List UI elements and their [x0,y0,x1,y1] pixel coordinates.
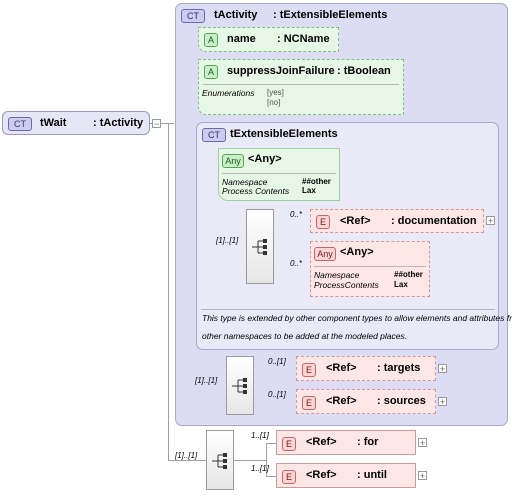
any-badge: Any [222,154,244,168]
expand-toggle[interactable]: + [438,397,447,407]
attribute-name[interactable]: A name : NCName [198,27,339,52]
collapse-toggle[interactable]: − [152,119,161,129]
note-line: This type is extended by other component… [202,313,512,323]
process-contents-label: ProcessContents [314,280,379,290]
element-ref: <Ref> [326,362,357,374]
connector [266,443,267,476]
any-element-title: <Any> [340,246,374,258]
element-targets[interactable]: E <Ref> : targets [296,356,436,381]
connector [160,123,174,124]
divider [203,84,399,85]
any-element[interactable]: Any <Any> Namespace ##other ProcessConte… [310,241,430,297]
any-badge: Any [314,247,336,261]
sequence-compositor[interactable] [226,356,254,415]
element-name: : documentation [391,215,477,227]
divider [222,173,336,174]
element-sources[interactable]: E <Ref> : sources [296,389,436,414]
enumerations-label: Enumerations [202,88,255,98]
sequence-multiplicity: [1]..[1] [195,376,218,385]
element-badge: E [302,363,316,377]
element-name: : sources [377,395,426,407]
element-ref: <Ref> [340,215,371,227]
connector [266,476,276,477]
any-attribute[interactable]: Any <Any> Namespace ##other Process Cont… [218,148,340,201]
element-multiplicity: 0..* [290,210,303,219]
element-multiplicity: 0..[1] [268,357,286,366]
attribute-suppress-join-failure[interactable]: A suppressJoinFailure : tBoolean Enumera… [198,59,404,115]
element-ref: <Ref> [326,395,357,407]
namespace-label: Namespace [314,270,360,280]
element-name: : targets [377,362,421,374]
expand-toggle[interactable]: + [486,216,495,226]
element-ref: <Ref> [306,436,337,448]
any-attribute-title: <Any> [248,153,282,165]
attribute-suppress-label: suppressJoinFailure [227,65,335,77]
sequence-compositor[interactable] [246,209,274,284]
attribute-badge: A [204,65,218,79]
root-type: : tActivity [93,117,144,129]
namespace-label: Namespace [222,177,268,187]
sequence-icon [212,453,227,469]
attribute-name-type: : NCName [277,33,330,45]
enum-value: [no] [267,98,281,107]
connector [168,123,169,460]
complex-type-badge: CT [181,9,205,23]
element-multiplicity: 1..[1] [251,431,269,440]
complex-type-badge: CT [8,117,32,131]
expand-toggle[interactable]: + [438,364,447,374]
textensible-title: tExtensibleElements [230,128,338,140]
process-contents-value: Lax [302,186,316,195]
root-name: tWait [40,117,67,129]
namespace-value: ##other [302,177,331,186]
element-name: : until [357,469,387,481]
root-node[interactable]: CT tWait : tActivity [2,111,150,135]
element-multiplicity: 1..[1] [251,464,269,473]
element-ref: <Ref> [306,469,337,481]
sequence-icon [252,239,267,255]
tactivity-type: : tExtensibleElements [273,9,388,21]
enum-value: [yes] [267,88,284,97]
sequence-compositor[interactable] [206,430,234,490]
sequence-multiplicity: [1]..[1] [175,451,198,460]
expand-toggle[interactable]: + [418,471,427,481]
divider [201,309,495,310]
element-multiplicity: 0..* [290,259,303,268]
element-badge: E [316,215,330,229]
connector [168,460,206,461]
attribute-suppress-type: : tBoolean [337,65,391,77]
note-line: other namespaces to be added at the mode… [202,331,408,341]
divider [314,266,426,267]
tactivity-title: tActivity [214,9,258,21]
complex-type-badge: CT [202,128,226,142]
element-name: : for [357,436,379,448]
connector [234,460,266,461]
element-documentation[interactable]: E <Ref> : documentation [310,209,484,233]
process-contents-label: Process Contents [222,186,290,196]
attribute-badge: A [204,33,218,47]
attribute-name-label: name [227,33,256,45]
process-contents-value: Lax [394,280,408,289]
expand-toggle[interactable]: + [418,438,427,448]
element-until[interactable]: E <Ref> : until [276,463,416,488]
element-badge: E [282,470,296,484]
element-multiplicity: 0..[1] [268,390,286,399]
sequence-icon [232,378,247,394]
element-badge: E [302,396,316,410]
element-for[interactable]: E <Ref> : for [276,430,416,455]
connector [266,443,276,444]
namespace-value: ##other [394,270,423,279]
element-badge: E [282,437,296,451]
sequence-multiplicity: [1]..[1] [216,236,239,245]
